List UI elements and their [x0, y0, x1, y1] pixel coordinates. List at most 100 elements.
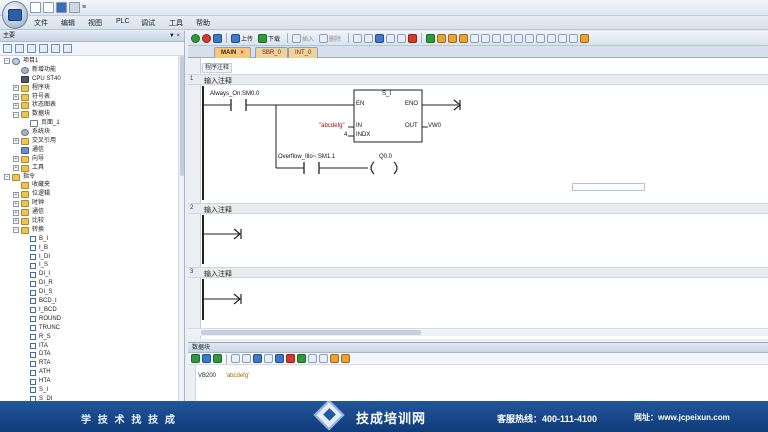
tree-item[interactable]: I_DI — [0, 253, 184, 262]
tree-item[interactable]: DI_R — [0, 279, 184, 288]
expand-icon[interactable]: + — [13, 165, 19, 172]
scrollbar-thumb[interactable] — [201, 330, 421, 335]
line-left-icon[interactable] — [492, 33, 502, 43]
tree-item[interactable]: −项目1 — [0, 57, 184, 66]
expand-icon[interactable]: + — [13, 138, 19, 145]
collapse-icon[interactable] — [15, 44, 24, 53]
tree-item[interactable]: R_S — [0, 333, 184, 342]
tree-item[interactable]: +比较 — [0, 217, 184, 226]
editor-hscrollbar[interactable] — [188, 328, 768, 336]
prev-bookmark-icon[interactable] — [459, 33, 469, 43]
collapse-icon[interactable]: − — [13, 227, 19, 234]
save-icon[interactable] — [56, 2, 67, 13]
tree-item[interactable]: +符号表 — [0, 93, 184, 102]
options-icon[interactable] — [308, 354, 317, 363]
collapse-icon[interactable]: − — [13, 111, 19, 118]
download-icon[interactable] — [213, 354, 222, 363]
tree-item[interactable]: +状态图表 — [0, 101, 184, 110]
out-operand[interactable]: VW0 — [428, 123, 442, 129]
ladder-editor[interactable]: 程序注释 1 输入注释 2 输入注释 3 输入注释 — [188, 58, 768, 339]
tree-item[interactable]: +时钟 — [0, 199, 184, 208]
new-file-icon[interactable] — [30, 2, 41, 13]
tree-item[interactable]: −转换 — [0, 226, 184, 235]
program-status-icon[interactable] — [375, 33, 385, 43]
tree-item[interactable]: 新增功能 — [0, 66, 184, 75]
print-icon[interactable] — [69, 2, 80, 13]
network-comment-icon[interactable] — [569, 33, 579, 43]
tree-item[interactable]: +工具 — [0, 164, 184, 173]
upload-button[interactable]: 上传 — [231, 33, 253, 43]
menu-plc[interactable]: PLC — [116, 18, 130, 25]
symbol-table-icon[interactable] — [580, 33, 590, 43]
tree-item[interactable]: +交叉引用 — [0, 137, 184, 146]
run-icon[interactable] — [191, 33, 200, 43]
expand-icon[interactable]: + — [13, 191, 19, 198]
write-icon[interactable] — [386, 33, 396, 43]
tree-item[interactable]: +通信 — [0, 208, 184, 217]
expand-icon[interactable]: + — [13, 209, 19, 216]
network-comment[interactable]: 输入注释 — [204, 207, 232, 214]
tree-item[interactable]: 页面_1 — [0, 119, 184, 128]
tree-item[interactable]: ATH — [0, 368, 184, 377]
tab-main[interactable]: MAIN× — [214, 47, 251, 58]
line-up-icon[interactable] — [481, 33, 491, 43]
force-icon[interactable] — [397, 33, 407, 43]
tree-item[interactable]: +程序块 — [0, 84, 184, 93]
tab-sbr0[interactable]: SBR_0 — [255, 47, 289, 58]
application-menu-button[interactable] — [2, 1, 28, 29]
paste-icon[interactable] — [242, 354, 251, 363]
program-comment[interactable]: 程序注释 — [202, 63, 233, 73]
tree-item[interactable]: RTA — [0, 359, 184, 368]
menu-edit[interactable]: 编辑 — [61, 20, 75, 27]
tree-item[interactable]: DTA — [0, 350, 184, 359]
download-button[interactable]: 下载 — [258, 33, 280, 43]
tree-item[interactable]: HTA — [0, 377, 184, 386]
tab-int0[interactable]: INT_0 — [288, 47, 319, 58]
tree-item[interactable]: I_S — [0, 261, 184, 270]
tree-item[interactable]: −数据块 — [0, 110, 184, 119]
network-comment[interactable]: 输入注释 — [204, 78, 232, 85]
line-right-icon[interactable] — [503, 33, 513, 43]
monitor-icon[interactable] — [353, 33, 363, 43]
tree-item[interactable]: ITA — [0, 342, 184, 351]
upload-icon[interactable] — [202, 354, 211, 363]
unforce-icon[interactable] — [286, 354, 295, 363]
insert-button[interactable]: 插入 — [292, 33, 314, 43]
tree-item[interactable]: CPU ST40 — [0, 75, 184, 84]
scrollbar-thumb[interactable] — [180, 56, 184, 176]
status-icon[interactable] — [364, 33, 374, 43]
tree-item[interactable]: B_I — [0, 235, 184, 244]
open-file-icon[interactable] — [43, 2, 54, 13]
monitor-icon[interactable] — [253, 354, 262, 363]
tree-view-icon[interactable] — [3, 44, 12, 53]
tree-item[interactable]: I_B — [0, 244, 184, 253]
insert-network-icon[interactable] — [426, 33, 436, 43]
contact-label[interactable]: Overflow_Illo~:SM1.1 — [278, 154, 336, 160]
menu-file[interactable]: 文件 — [34, 20, 48, 27]
bookmark-icon[interactable] — [437, 33, 447, 43]
box-icon[interactable] — [536, 33, 546, 43]
tree-scrollbar[interactable] — [178, 56, 184, 401]
tree-item[interactable]: −指令 — [0, 173, 184, 182]
menu-view[interactable]: 视图 — [88, 20, 102, 27]
stop-icon[interactable] — [202, 33, 211, 43]
help-icon[interactable] — [63, 44, 72, 53]
indx-operand[interactable]: 4 — [344, 132, 348, 138]
expand-icon[interactable]: + — [13, 85, 19, 92]
network-header-1[interactable]: 1 输入注释 — [188, 74, 768, 85]
menu-debug[interactable]: 调试 — [141, 20, 155, 27]
next-bookmark-icon[interactable] — [448, 33, 458, 43]
tree-item[interactable]: +向导 — [0, 155, 184, 164]
network-header-3[interactable]: 3 输入注释 — [188, 267, 768, 278]
delete-button[interactable]: 删除 — [319, 33, 341, 43]
close-tab-icon[interactable]: × — [240, 50, 244, 56]
inline-edit-box[interactable] — [572, 183, 645, 191]
symbol-table-icon[interactable] — [341, 354, 350, 363]
list-icon[interactable] — [39, 44, 48, 53]
collapse-icon[interactable]: − — [4, 58, 10, 65]
tree-item[interactable]: +位逻辑 — [0, 190, 184, 199]
expand-icon[interactable]: + — [13, 218, 19, 225]
network-comment[interactable]: 输入注释 — [204, 271, 232, 278]
bookmark-icon[interactable] — [330, 354, 339, 363]
network-header-2[interactable]: 2 输入注释 — [188, 203, 768, 214]
